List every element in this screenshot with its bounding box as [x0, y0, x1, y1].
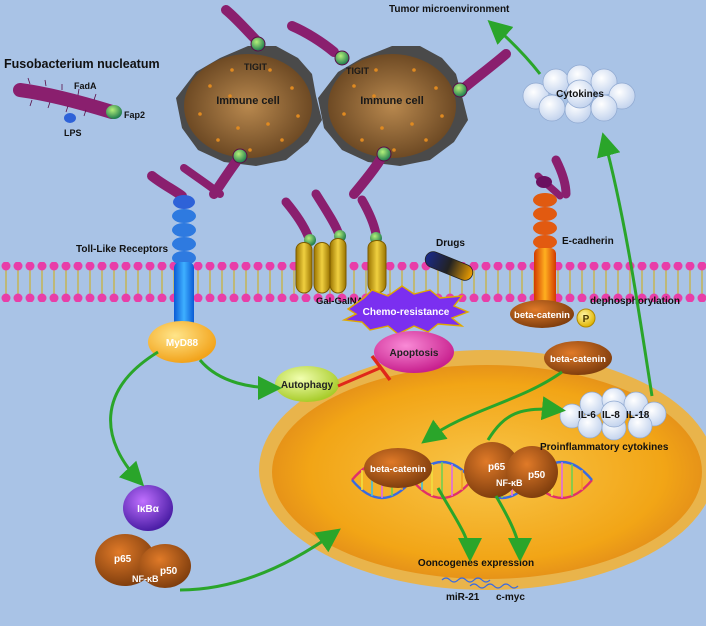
- mirna-squiggle: [469, 583, 519, 589]
- beta-catenin-nucleus: [364, 448, 432, 488]
- cell-membrane: [0, 262, 706, 302]
- chemo-resistance-label: Chemo-resistance: [363, 307, 450, 318]
- gal-galnac-receptors: [281, 189, 387, 294]
- proinflammatory-label: Proinflammatory cytokines: [540, 442, 669, 453]
- p65-label: p65: [114, 554, 132, 565]
- chemo-resistance-burst: [341, 285, 470, 335]
- fap2-label: Fap2: [124, 110, 145, 120]
- toll-like-receptor: [147, 164, 224, 328]
- apoptosis-node: [374, 331, 454, 373]
- title: Fusobacterium nucleatum: [4, 57, 160, 71]
- dephosphorylation-label: dephosphorylation: [590, 296, 680, 307]
- beta-catenin-membrane: [510, 300, 574, 328]
- immune-cell-label: Immune cell: [360, 95, 424, 107]
- oncogenes-label: Ooncogenes expression: [418, 558, 534, 569]
- il-cloud: [559, 387, 667, 441]
- mirna-squiggle: [441, 577, 491, 583]
- signaling-arrows: [109, 20, 654, 592]
- fada-label: FadA: [74, 81, 97, 91]
- myd88-label: MyD88: [166, 338, 199, 349]
- nfkb-label: NF-κB: [496, 478, 523, 488]
- beta-catenin-label: beta-catenin: [370, 464, 426, 475]
- phosphate-icon: [576, 308, 596, 328]
- cytokines-cloud: [522, 64, 636, 124]
- beta-catenin-label: beta-catenin: [550, 354, 606, 365]
- tigit-label: TIGIT: [346, 66, 369, 76]
- nfkb-label: NF-κB: [132, 574, 159, 584]
- bacteria-on-immune-cells: [209, 5, 511, 199]
- gal-galnac-label: Gal-GalNAc: [316, 296, 369, 307]
- p50-label: p50: [160, 566, 178, 577]
- fusobacterium-illustration: [13, 77, 122, 123]
- cmyc-label: c-myc: [496, 592, 525, 603]
- drug-capsule: [424, 251, 474, 281]
- e-cadherin: [533, 155, 571, 308]
- inhibition-line: [337, 366, 381, 388]
- immune-cell-left: Immune cell: [176, 46, 322, 166]
- inhibition-bar: [370, 354, 392, 382]
- il18-label: IL-18: [626, 410, 650, 421]
- e-cadherin-label: E-cadherin: [562, 236, 614, 247]
- il6-label: IL-6: [578, 410, 596, 421]
- ikba-node: [123, 485, 173, 531]
- p50-label: p50: [528, 470, 546, 481]
- autophagy-label: Autophagy: [281, 380, 334, 391]
- lps-label: LPS: [64, 128, 82, 138]
- myd88-node: [148, 321, 216, 363]
- apoptosis-label: Apoptosis: [390, 348, 439, 359]
- p65-label: p65: [488, 462, 506, 473]
- immune-cell-label: Immune cell: [216, 95, 280, 107]
- nfkb-cytoplasm: [95, 534, 191, 588]
- tumor-microenvironment-label: Tumor microenvironment: [389, 4, 510, 15]
- drugs-label: Drugs: [436, 238, 465, 249]
- il8-label: IL-8: [602, 410, 620, 421]
- ikba-label: IκBα: [137, 504, 160, 515]
- tigit-label: TIGIT: [244, 62, 267, 72]
- autophagy-node: [275, 366, 339, 402]
- tlr-label: Toll-Like Receptors: [76, 244, 168, 255]
- cytokines-label: Cytokines: [556, 89, 604, 100]
- phosphate-label: P: [583, 314, 590, 325]
- nfkb-nucleus: [464, 442, 558, 498]
- mir21-label: miR-21: [446, 592, 480, 603]
- beta-catenin-label: beta-catenin: [514, 310, 570, 321]
- immune-cell-right: Immune cell: [318, 46, 468, 166]
- beta-catenin-cytoplasm: [544, 341, 612, 375]
